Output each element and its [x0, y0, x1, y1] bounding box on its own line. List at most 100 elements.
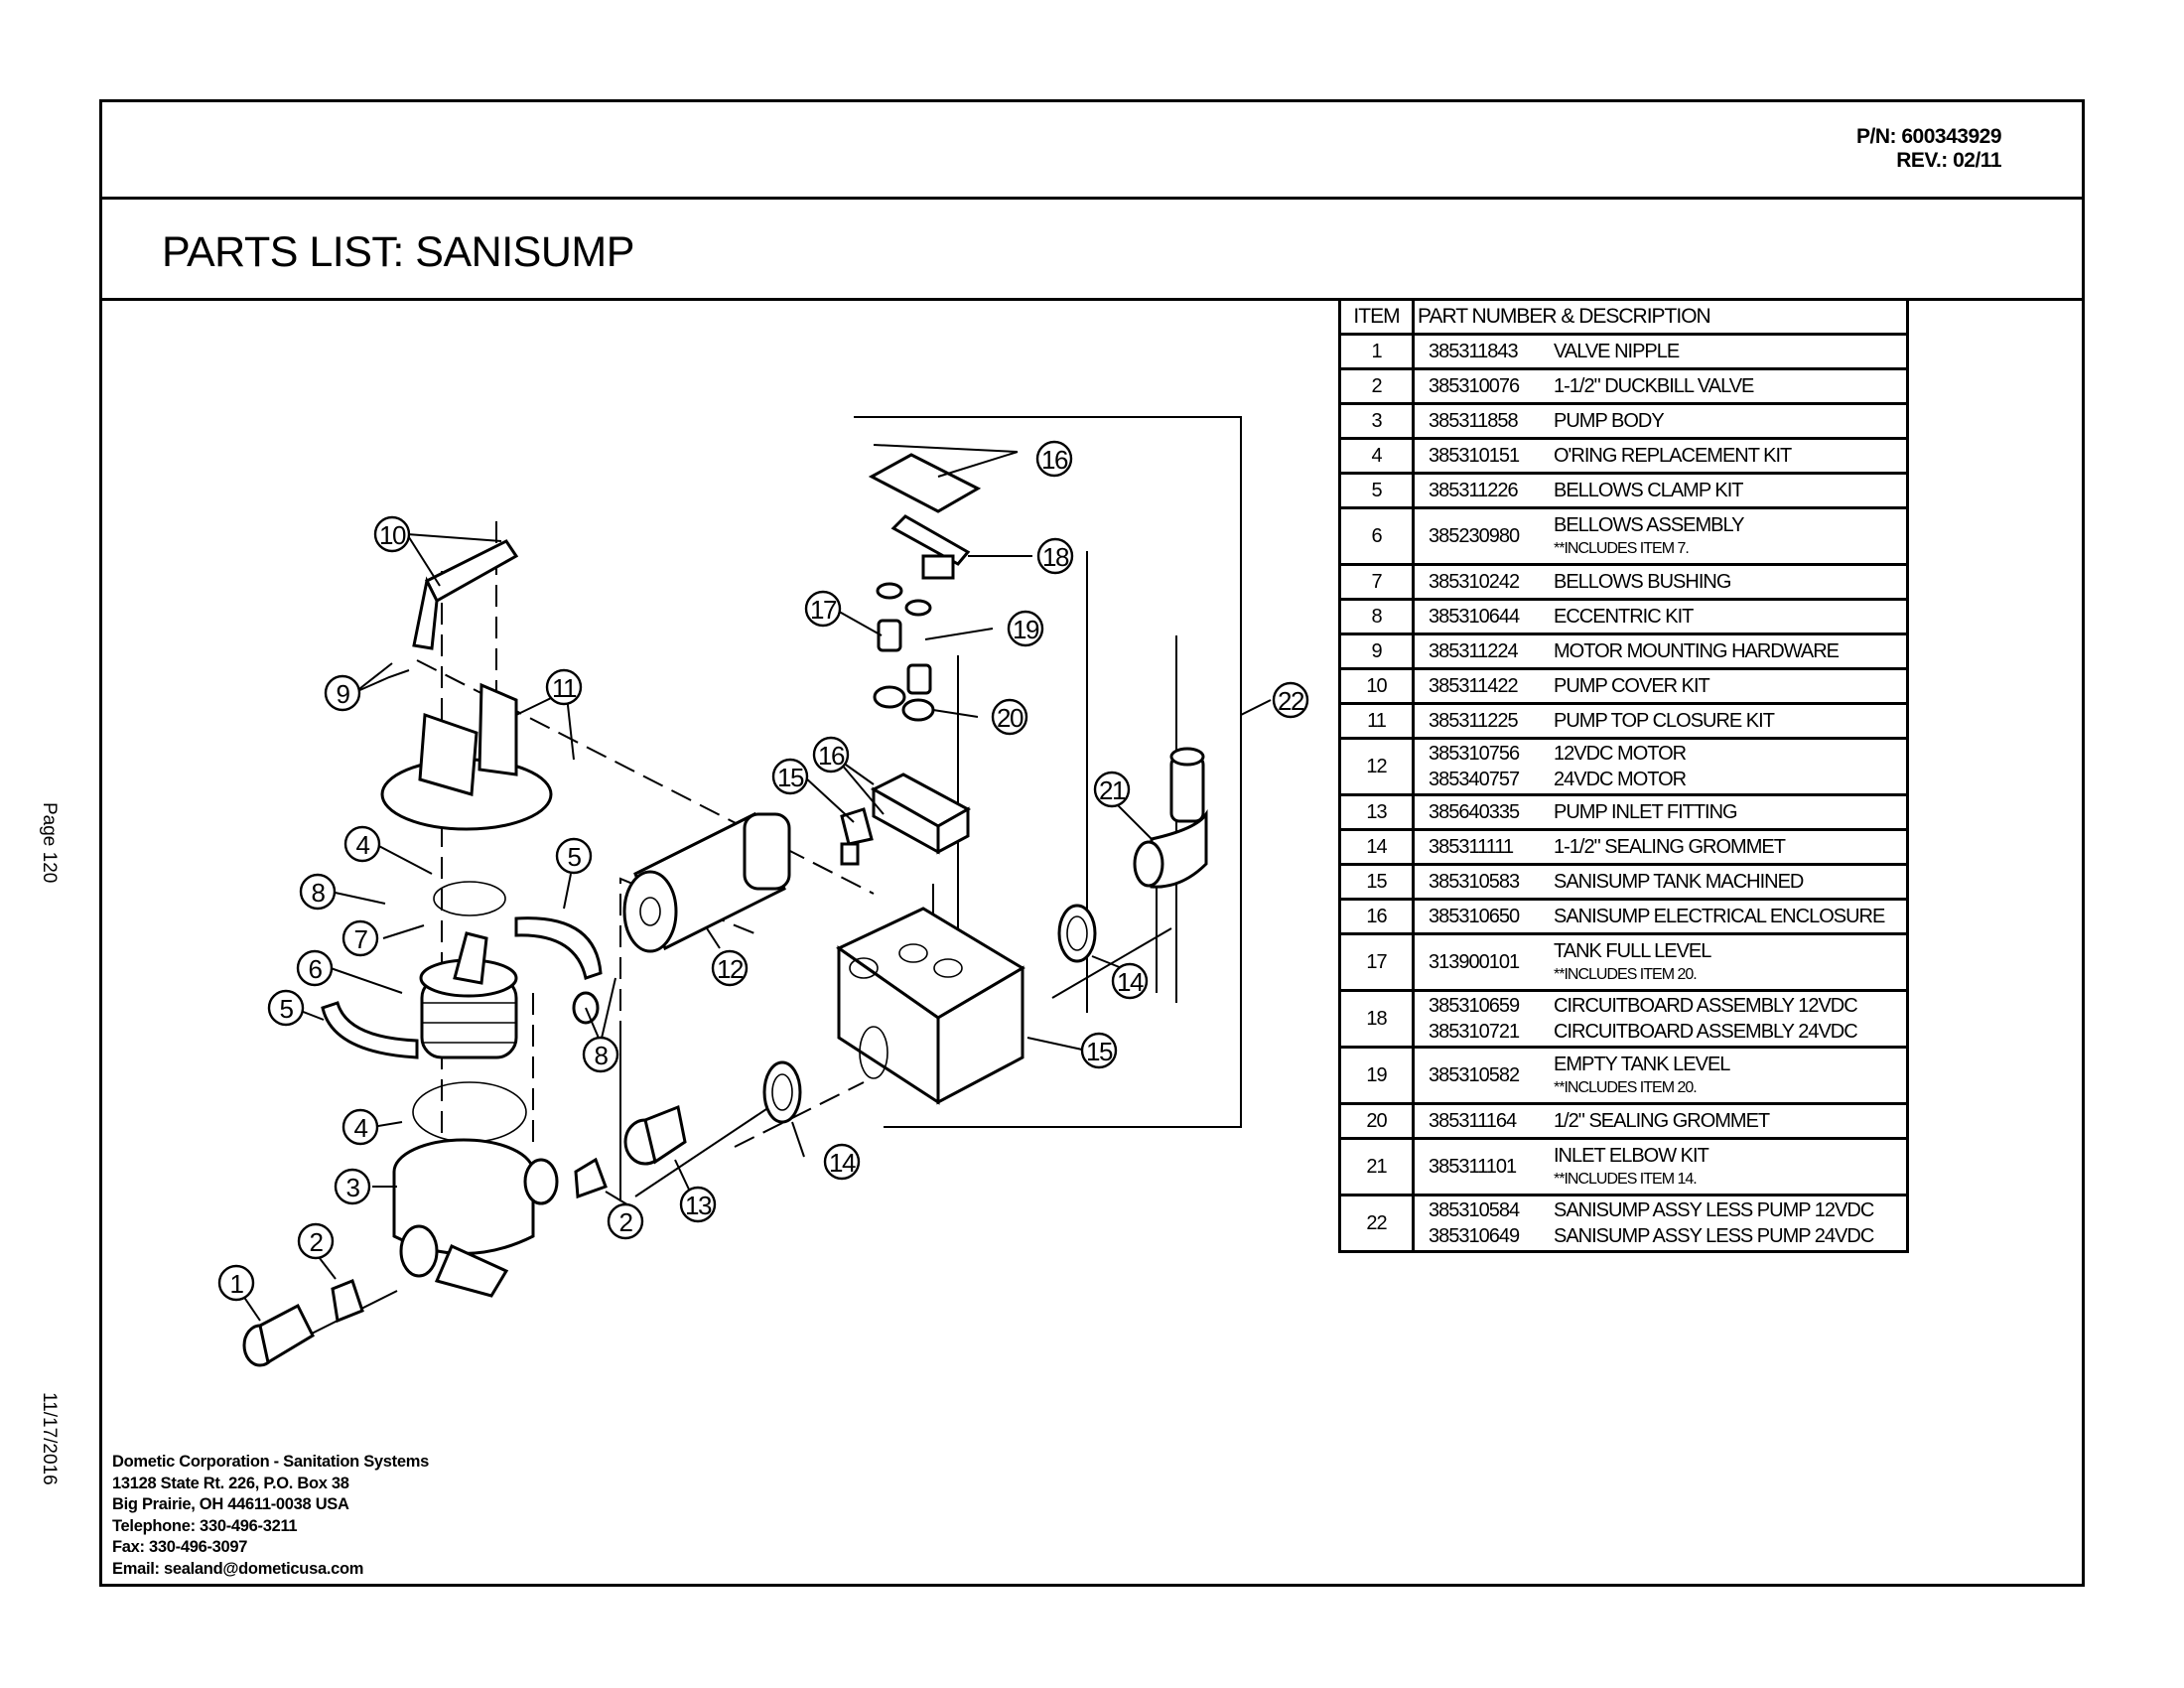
part-description: SANISUMP ASSY LESS PUMP 12VDC — [1554, 1199, 1874, 1221]
part-o-ring-lower — [412, 1081, 527, 1143]
part-number: 385310650 — [1429, 906, 1520, 927]
part-number: 385311101 — [1429, 1156, 1517, 1178]
callout-label: 16 — [818, 741, 845, 771]
part-description: O'RING REPLACEMENT KIT — [1554, 445, 1792, 467]
part-description: MOTOR MOUNTING HARDWARE — [1554, 640, 1840, 662]
item-number: 20 — [1338, 1102, 1415, 1140]
part-number: 313900101 — [1429, 951, 1520, 973]
address-email: Email: sealand@dometicusa.com — [112, 1559, 364, 1578]
part-bellows — [419, 931, 518, 1059]
part-o-ring-upper — [433, 881, 506, 916]
part-number: 385311111 — [1429, 836, 1514, 858]
callout-balloon: 10 — [373, 515, 411, 553]
callout-balloon: 2 — [297, 1222, 335, 1260]
item-number: 18 — [1338, 989, 1415, 1049]
item-number: 8 — [1338, 598, 1415, 635]
callout-label: 13 — [685, 1191, 712, 1220]
item-number: 13 — [1338, 793, 1415, 831]
part-description: CIRCUITBOARD ASSEMBLY 12VDC — [1554, 995, 1858, 1017]
callout-balloon: 19 — [1007, 610, 1044, 647]
item-number: 21 — [1338, 1137, 1415, 1196]
part-motor — [622, 811, 791, 953]
title-divider — [102, 298, 2082, 301]
callout-balloon: 21 — [1093, 771, 1131, 808]
part-description: PUMP TOP CLOSURE KIT — [1554, 710, 1775, 732]
part-description: BELLOWS BUSHING — [1554, 571, 1731, 593]
company-address: Dometic Corporation - Sanitation Systems… — [112, 1452, 429, 1580]
part-number-label: P/N: 600343929 — [1856, 125, 2001, 148]
part-note: **INCLUDES ITEM 14. — [1554, 1171, 1698, 1188]
part-description: PUMP INLET FITTING — [1554, 801, 1738, 823]
parts-table-header: ITEM PART NUMBER & DESCRIPTION — [1338, 298, 1909, 336]
part-note: **INCLUDES ITEM 7. — [1554, 540, 1690, 557]
callout-label: 14 — [1117, 967, 1144, 997]
part-description: TANK FULL LEVEL — [1554, 940, 1711, 962]
address-company: Dometic Corporation - Sanitation Systems — [112, 1453, 429, 1471]
callout-label: 17 — [810, 595, 837, 625]
callout-balloon: 14 — [1111, 962, 1149, 1000]
item-number: 10 — [1338, 667, 1415, 705]
part-tank — [836, 907, 1025, 1105]
callout-label: 4 — [356, 830, 370, 860]
callout-label: 6 — [309, 954, 323, 984]
part-number: 385310584 — [1429, 1199, 1520, 1221]
item-number: 4 — [1338, 437, 1415, 475]
part-number: 385311224 — [1429, 640, 1519, 662]
item-number: 5 — [1338, 472, 1415, 509]
item-number: 6 — [1338, 506, 1415, 566]
callout-label: 2 — [310, 1227, 324, 1257]
part-number: 385310756 — [1429, 743, 1520, 765]
part-description: PUMP COVER KIT — [1554, 675, 1710, 697]
callout-label: 11 — [552, 673, 577, 703]
assembly-lines — [307, 416, 1242, 1336]
callout-label: 15 — [1086, 1037, 1113, 1066]
part-description: BELLOWS ASSEMBLY — [1554, 514, 1745, 536]
part-cell: 385310242 BELLOWS BUSHING — [1412, 563, 1909, 601]
part-number: 385340757 — [1429, 769, 1520, 790]
callout-balloon: 6 — [296, 949, 334, 987]
part-level-sensors — [873, 582, 935, 722]
callout-balloon: 9 — [324, 674, 361, 712]
part-inlet-fitting — [623, 1104, 687, 1166]
part-description: 24VDC MOTOR — [1554, 769, 1687, 790]
callout-balloon: 16 — [1035, 440, 1073, 478]
part-description: 1/2" SEALING GROMMET — [1554, 1110, 1770, 1132]
item-number: 16 — [1338, 898, 1415, 935]
callout-balloon: 8 — [582, 1036, 619, 1073]
callout-balloon: 8 — [299, 873, 337, 911]
part-number: 385310649 — [1429, 1225, 1520, 1247]
callout-label: 8 — [595, 1041, 609, 1070]
callout-balloon: 5 — [555, 837, 593, 875]
part-description: 12VDC MOTOR — [1554, 743, 1687, 765]
part-number: 385310582 — [1429, 1064, 1520, 1086]
item-number: 22 — [1338, 1194, 1415, 1253]
part-description: SANISUMP ASSY LESS PUMP 24VDC — [1554, 1225, 1874, 1247]
address-fax: Fax: 330-496-3097 — [112, 1538, 248, 1556]
part-cell: 385311224 MOTOR MOUNTING HARDWARE — [1412, 633, 1909, 670]
callout-label: 10 — [379, 520, 406, 550]
part-description: EMPTY TANK LEVEL — [1554, 1054, 1730, 1075]
callout-balloon: 11 — [545, 668, 583, 706]
part-number: 385310242 — [1429, 571, 1520, 593]
